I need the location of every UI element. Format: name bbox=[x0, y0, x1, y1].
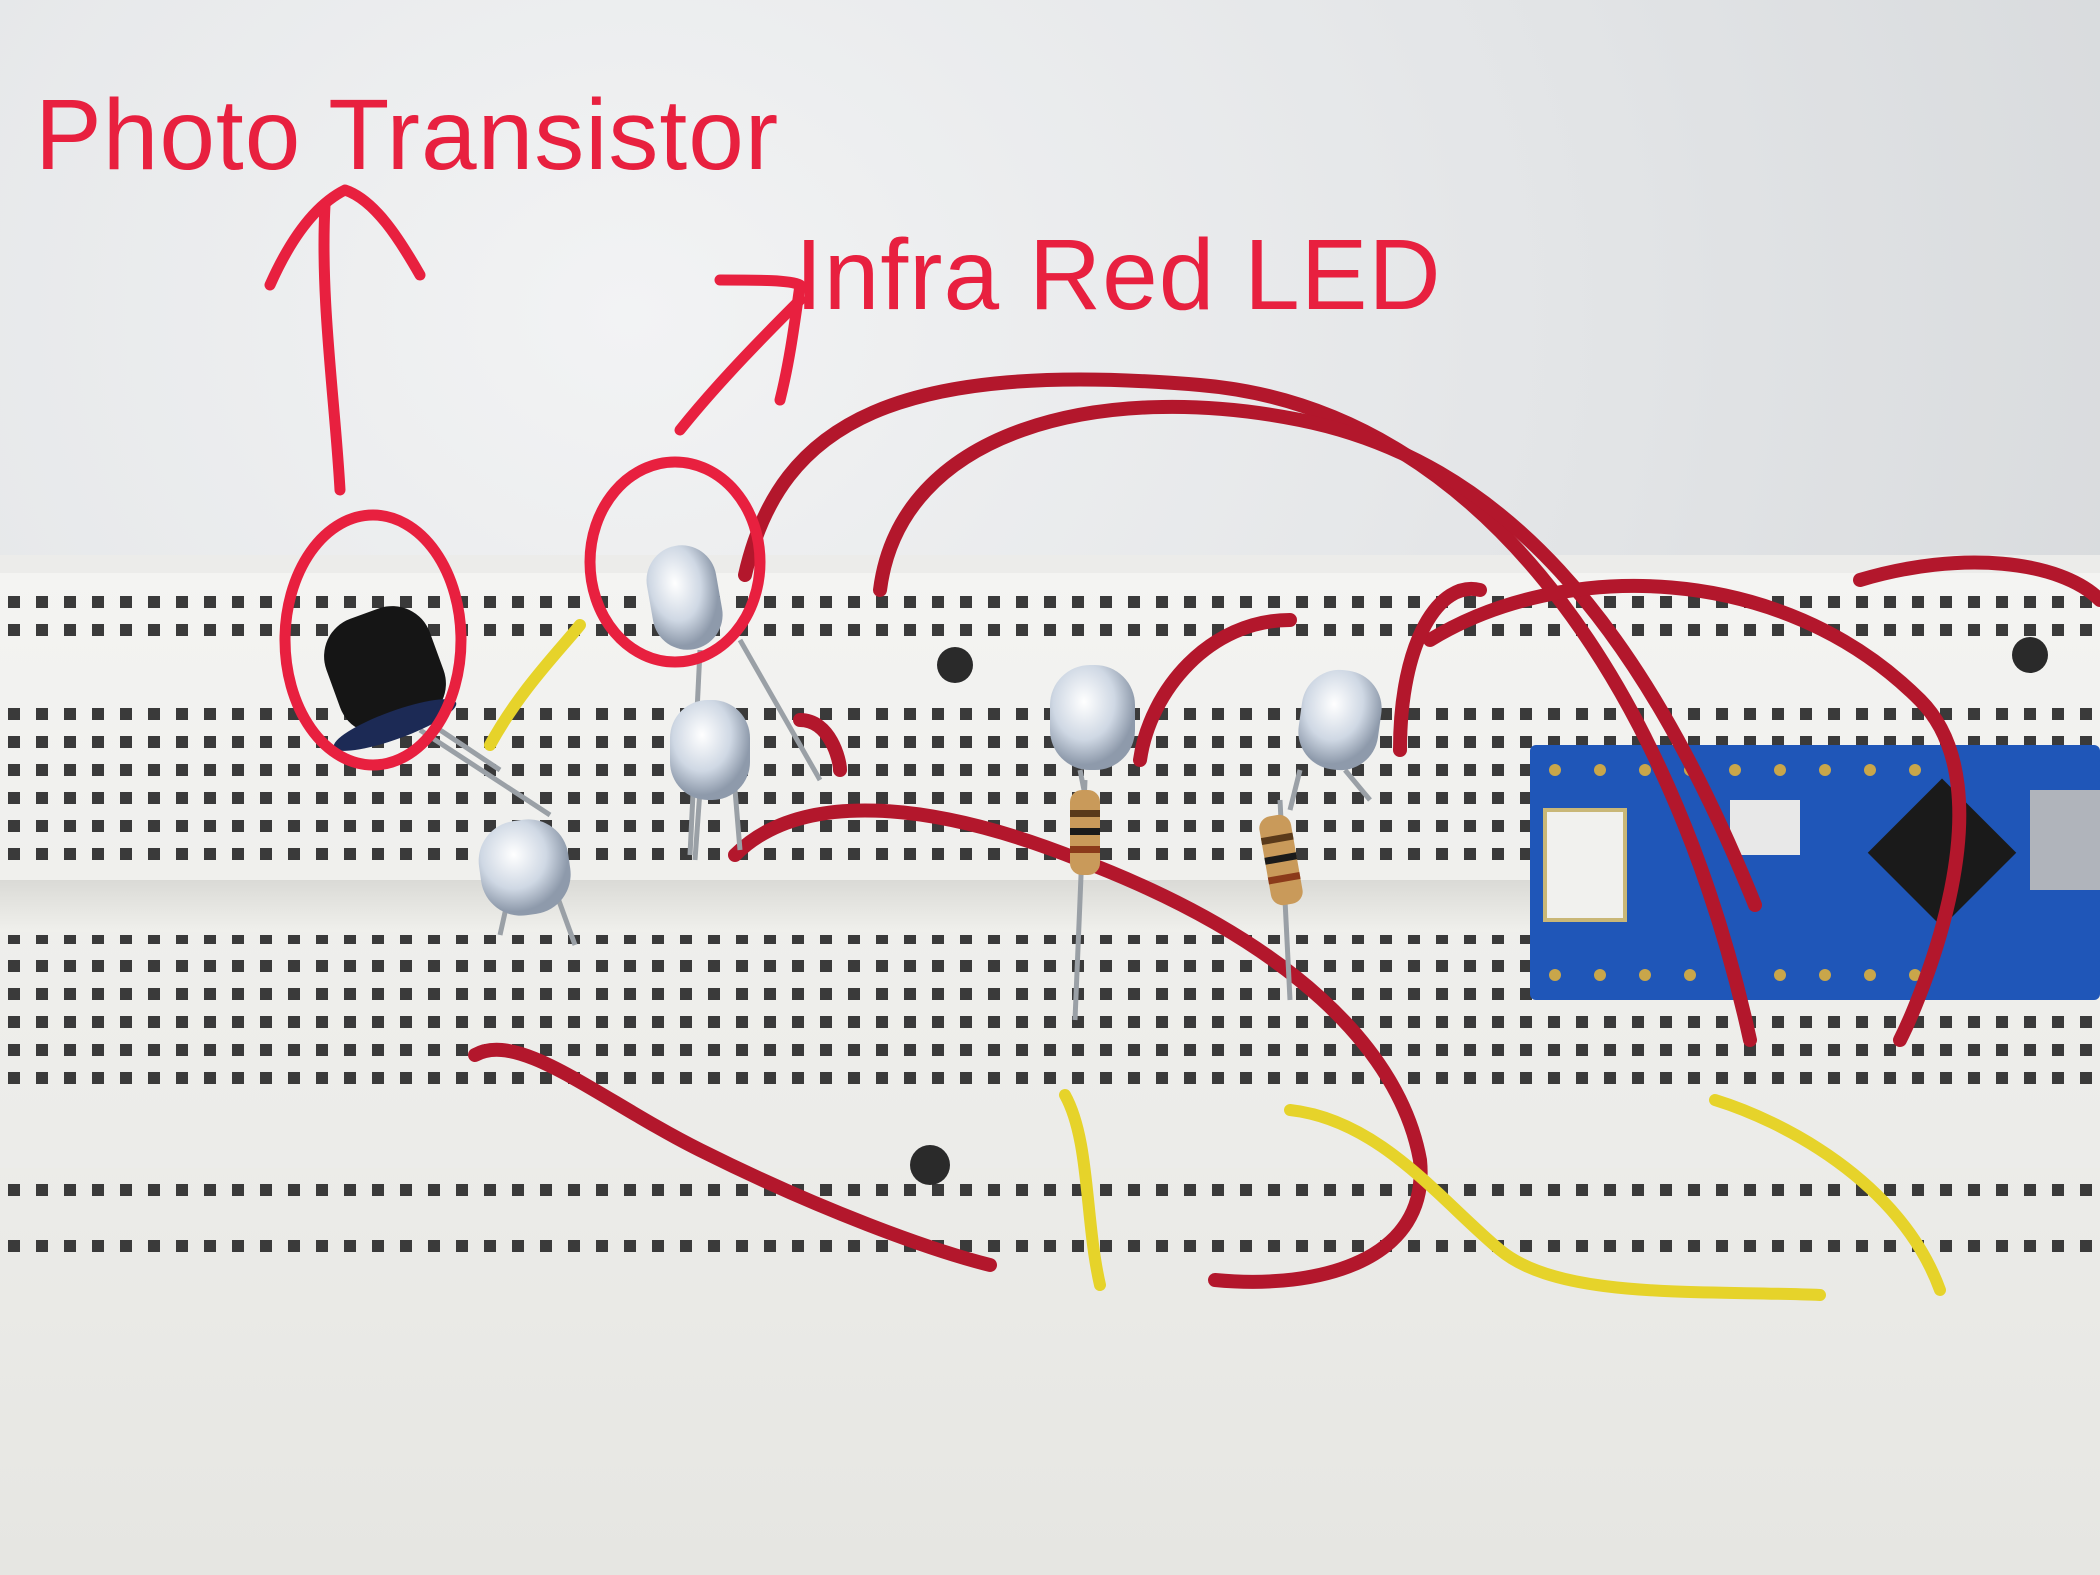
photo-transistor-icon bbox=[324, 606, 552, 818]
bottom-rail-holes bbox=[0, 1175, 2100, 1260]
photo-transistor-arrow-head bbox=[264, 184, 426, 291]
arduino-nano-icon bbox=[1530, 745, 2100, 1000]
annotation-marks bbox=[264, 184, 806, 771]
ir-led-arrow-head bbox=[714, 274, 806, 406]
led-icon bbox=[670, 700, 750, 861]
led-icon bbox=[1287, 669, 1382, 811]
mount-hole bbox=[2012, 637, 2048, 673]
ir-led-arrow-shaft bbox=[674, 294, 806, 436]
photo-transistor-label: Photo Transistor bbox=[35, 79, 780, 191]
red-jumper-wires bbox=[468, 372, 2100, 1289]
resistor-icon bbox=[1259, 799, 1303, 1001]
photo-transistor-circle bbox=[279, 509, 467, 771]
mount-hole bbox=[910, 1145, 950, 1185]
yellow-jumper-wires bbox=[484, 619, 1946, 1301]
led-icon bbox=[478, 819, 578, 946]
resistor-icon bbox=[1070, 779, 1100, 1021]
photo-transistor-arrow-shaft bbox=[318, 199, 346, 496]
infra-red-led-label: Infra Red LED bbox=[795, 219, 1442, 331]
bottom-power-rail bbox=[0, 1150, 2100, 1168]
top-power-rail bbox=[0, 555, 2100, 573]
mount-hole bbox=[937, 647, 973, 683]
ir-led-circle bbox=[584, 456, 766, 668]
